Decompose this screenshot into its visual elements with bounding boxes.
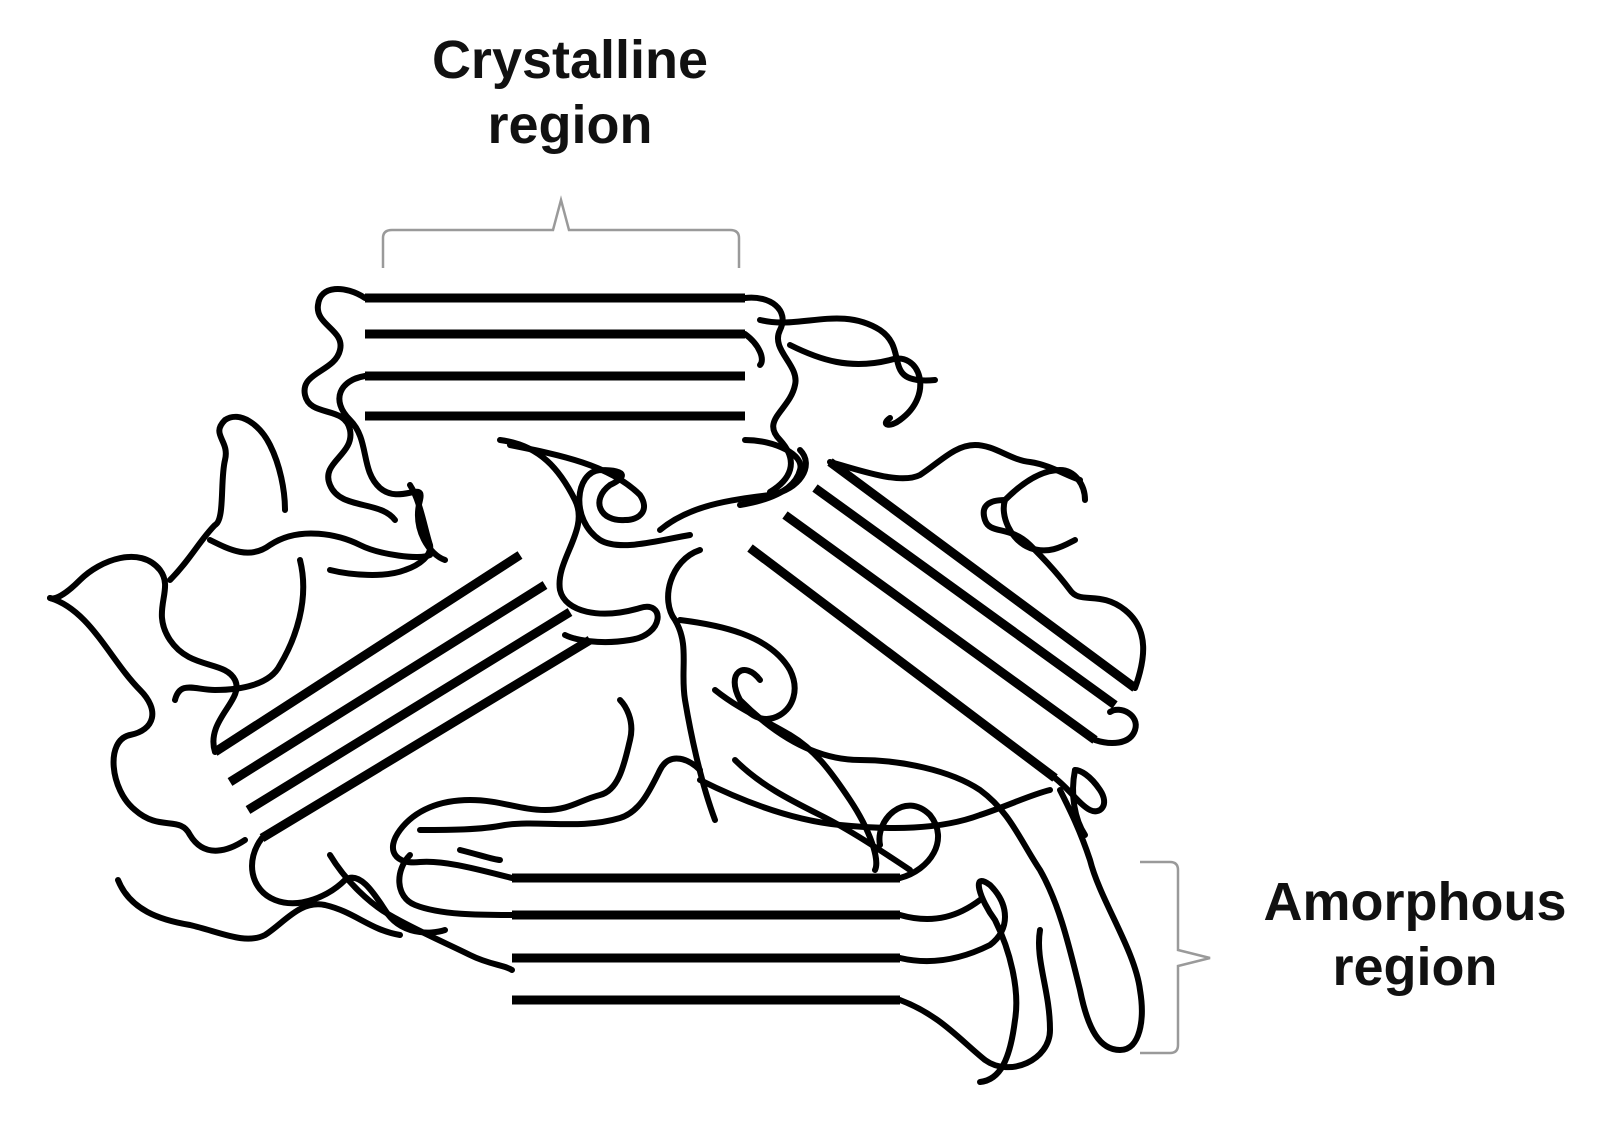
chain-loop	[336, 373, 448, 563]
chain-loop	[115, 877, 403, 942]
chain-loop	[742, 315, 938, 384]
crystalline-lamellae-bottom	[512, 873, 900, 1005]
crystalline-lamellae-left	[212, 551, 593, 842]
amorphous-label-line1: Amorphous	[1263, 872, 1567, 932]
lamella	[812, 484, 1118, 709]
chain-loop	[507, 442, 693, 549]
amorphous-region-label: Amorphous region	[1225, 870, 1605, 1000]
amorphous-bracket	[1140, 860, 1211, 1055]
chain-loop	[207, 530, 433, 560]
crystalline-region-label: Crystalline region	[380, 28, 760, 158]
lamella	[747, 544, 1058, 782]
chain-loop	[657, 447, 809, 533]
chain-loop	[677, 617, 798, 722]
crystalline-label-line2: region	[487, 94, 653, 155]
lamella	[259, 636, 593, 842]
chain-loop	[301, 285, 398, 523]
chain-loop	[1070, 767, 1088, 838]
chain-loop	[737, 697, 1145, 1053]
chain-loop	[980, 497, 1147, 691]
chain-loop	[497, 437, 661, 646]
chain-loop	[665, 547, 718, 823]
chain-loop	[327, 852, 515, 973]
chain-loop	[712, 687, 880, 873]
lamella	[245, 608, 573, 814]
amorphous-label-line2: region	[1332, 936, 1498, 997]
chain-loop	[697, 777, 1053, 831]
chain-loop	[737, 437, 804, 508]
chain-loop	[787, 342, 924, 428]
lamella	[227, 581, 548, 786]
chain-loop	[172, 557, 307, 703]
lamella	[212, 551, 523, 756]
chain-loop	[167, 413, 288, 583]
chain-loop	[47, 595, 248, 854]
chain-loop	[897, 877, 1020, 1085]
chain-loop	[47, 553, 240, 755]
chain-loop	[897, 927, 1053, 1071]
crystalline-lamellae-top	[365, 293, 745, 421]
lamella	[827, 458, 1138, 692]
amorphous-chains	[47, 285, 1147, 1085]
chain-loop	[876, 802, 983, 923]
chain-loop	[827, 442, 1083, 483]
crystalline-label-line1: Crystalline	[431, 30, 709, 90]
chain-loop	[396, 852, 515, 918]
chain-loop	[327, 482, 434, 578]
chain-loop	[417, 755, 703, 863]
lamella	[782, 511, 1098, 744]
chain-loop	[742, 294, 799, 495]
chain-loop	[1000, 467, 1088, 554]
crystalline-bracket	[381, 195, 741, 268]
chain-loop	[249, 835, 448, 936]
chain-loop	[732, 757, 913, 873]
chain-loop	[389, 697, 635, 881]
chain-loop	[1092, 706, 1139, 746]
crystalline-lamellae-right	[747, 458, 1138, 782]
